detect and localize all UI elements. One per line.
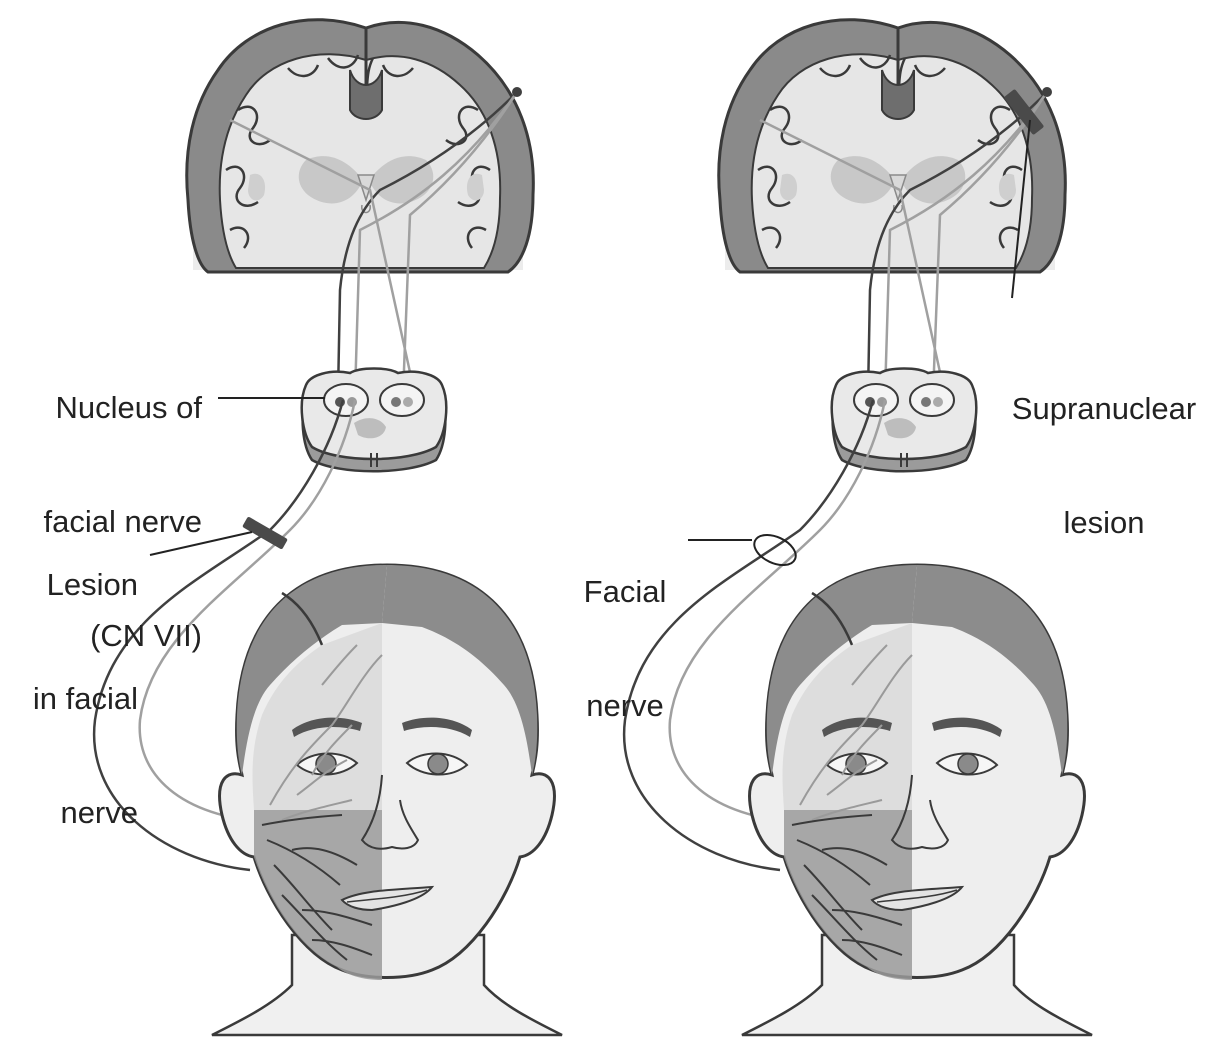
facial-nerve-label-line-2: nerve [570,687,680,725]
facial-nerve-label-line-1: Facial [570,573,680,611]
nucleus-label-line-1: Nucleus of [20,389,202,427]
lesion-label-line-1: Lesion [0,566,138,604]
supranuclear-label-line-1: Supranuclear [992,390,1216,428]
lesion-label-line-3: nerve [0,794,138,832]
lesion-facial-nerve-label: Lesion in facial nerve [0,490,138,870]
right-brainstem-section [832,369,977,472]
right-cortex-neuron [1042,87,1052,97]
left-cortex-neuron [512,87,522,97]
left-brainstem-section [302,369,447,472]
right-face [742,565,1092,1035]
supranuclear-label-line-2: lesion [992,504,1216,542]
right-brain-coronal-section [719,20,1066,272]
lesion-label-line-2: in facial [0,680,138,718]
facial-nerve-label: Facial nerve [570,497,680,763]
supranuclear-lesion-label: Supranuclear lesion [992,314,1216,580]
left-face [212,565,562,1035]
